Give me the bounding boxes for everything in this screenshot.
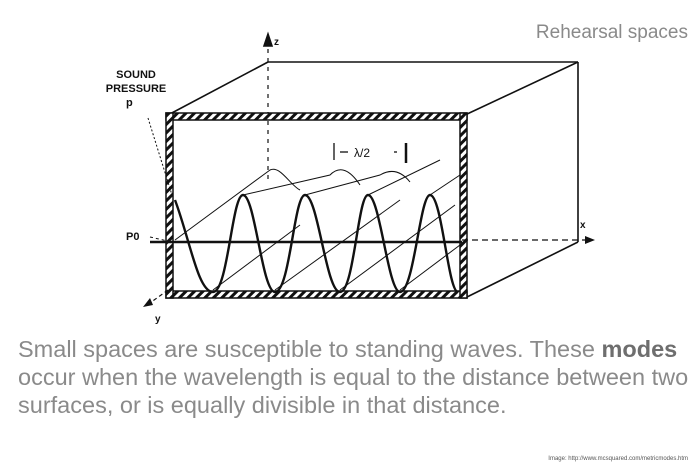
x-axis-label: x (580, 220, 586, 231)
body-text-part: Small spaces are susceptible to standing… (18, 336, 602, 362)
room-box (167, 31, 579, 299)
sound-label: SOUND (116, 69, 156, 81)
room-walls (165, 112, 468, 299)
z-axis-label: z (274, 37, 279, 48)
body-text-part: occur when the wavelength is equal to th… (18, 364, 689, 418)
y-axis-label: y (155, 314, 161, 325)
standing-wave-curve (173, 193, 460, 294)
slide-title: Rehearsal spaces (535, 22, 688, 43)
wave-ridges (174, 159, 461, 291)
image-source-caption: Image: http://www.mcsquared.com/metricmo… (548, 456, 688, 462)
pressure-label: PRESSURE (106, 83, 167, 95)
body-text: Small spaces are susceptible to standing… (18, 335, 698, 419)
modes-emphasis: modes (601, 336, 678, 362)
p0-label: P0 (126, 231, 139, 243)
p-label: p (126, 97, 133, 109)
y-axis (149, 289, 169, 304)
half-wavelength-label: λ/2 (354, 146, 370, 160)
half-wavelength-marker (333, 143, 408, 163)
